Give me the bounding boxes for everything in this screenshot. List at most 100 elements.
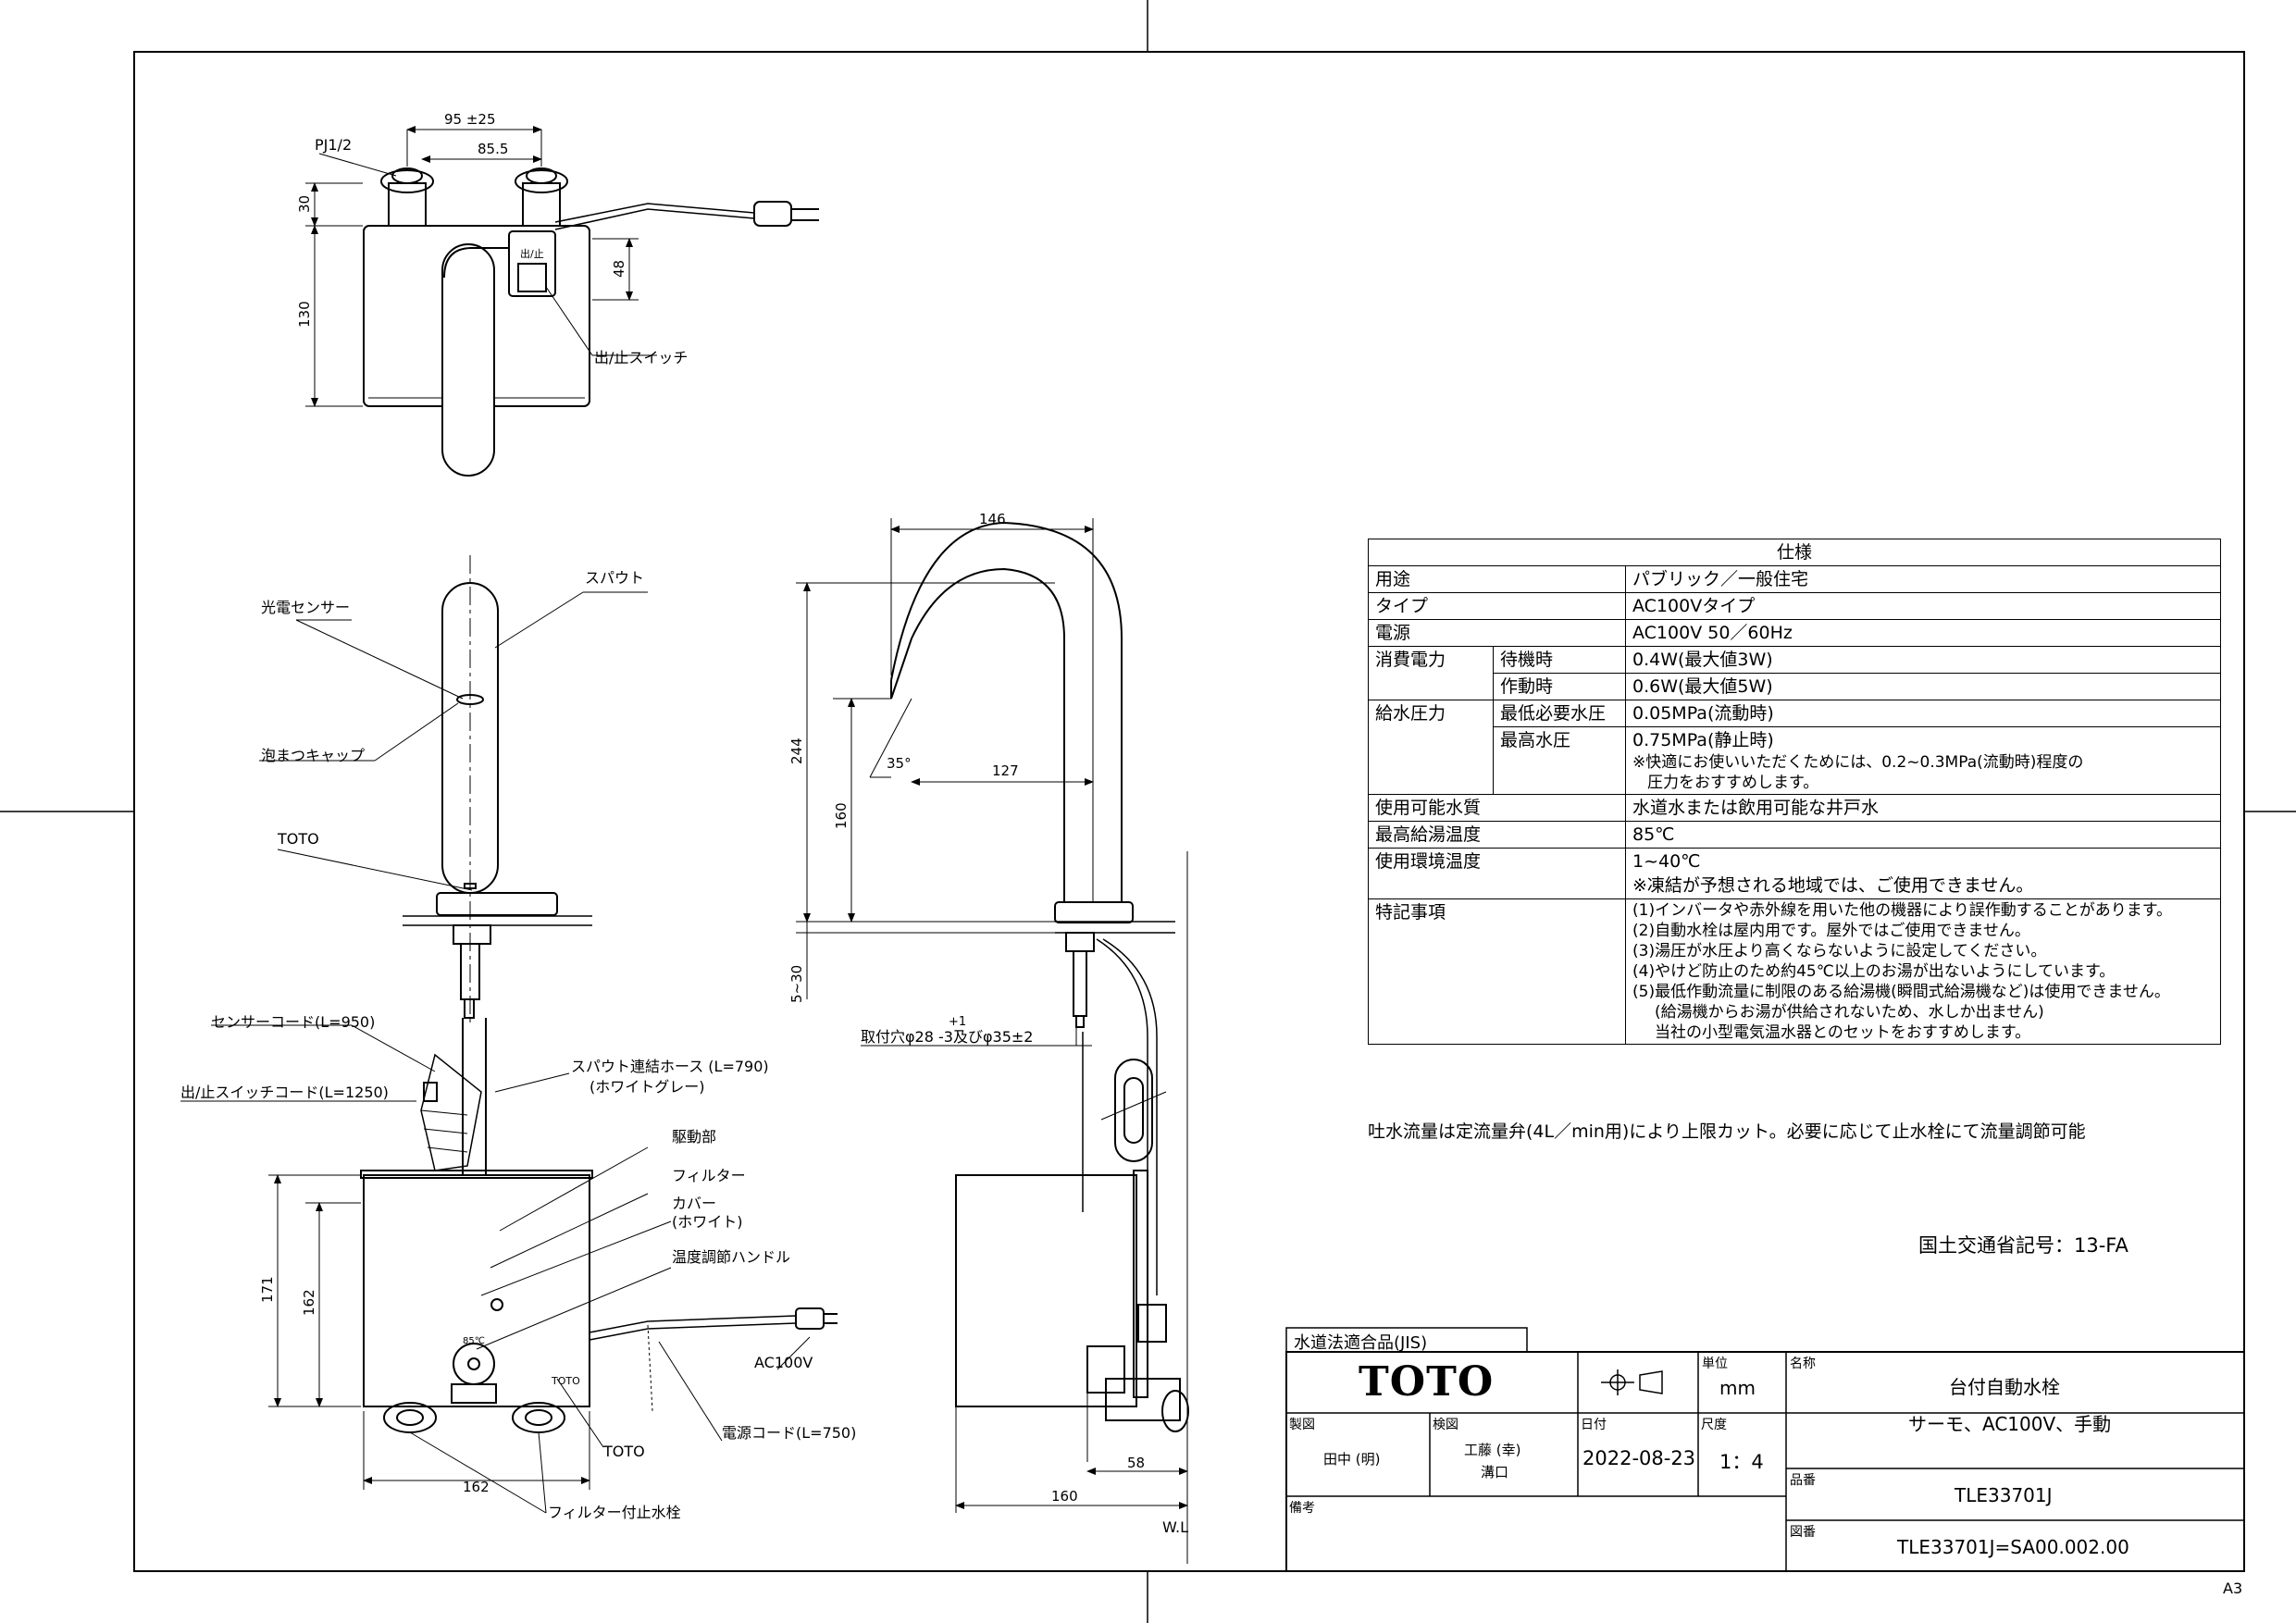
top-view	[363, 167, 819, 477]
spec-hot-key: 最高給湯温度	[1368, 821, 1626, 849]
dim-244: 244	[788, 737, 805, 764]
dim-5-30: 5~30	[788, 965, 805, 1003]
label-sensor-cord: センサーコード(L=950)	[211, 1013, 375, 1031]
top-view-dims	[305, 126, 657, 407]
spec-note-5c: 当社の小型電気温水器とのセットをおすすめします。	[1655, 1023, 2031, 1042]
spec-pmax-key: 最高水圧	[1493, 726, 1626, 795]
dim-58: 58	[1127, 1455, 1145, 1471]
spec-notes-key: 特記事項	[1368, 898, 1626, 1045]
part-value: TLE33701J	[1955, 1484, 2053, 1506]
spec-standby-value: 0.4W(最大値3W)	[1625, 646, 2221, 674]
spec-active-value: 0.6W(最大値5W)	[1625, 673, 2221, 700]
label-spout: スパウト	[585, 569, 644, 587]
spec-pmax-value: 0.75MPa(静止時)	[1632, 730, 1774, 750]
spec-env-value: 1~40℃	[1632, 851, 1701, 872]
remarks-label: 備考	[1289, 1501, 1315, 1516]
spec-env-cell: 1~40℃ ※凍結が予想される地域では、ご使用できません。	[1625, 848, 2221, 899]
spec-pressure-key: 給水圧力	[1368, 700, 1494, 795]
spec-pmin-value: 0.05MPa(流動時)	[1625, 700, 2221, 727]
spec-consumption-key: 消費電力	[1368, 646, 1494, 700]
side-view-dims	[796, 518, 1188, 1513]
product-name-2: サーモ、AC100V、手動	[1908, 1413, 2112, 1435]
spec-note-1: (1)インバータや赤外線を用いた他の機器により誤作動することがあります。	[1632, 901, 2173, 920]
dwg-label: 図番	[1790, 1525, 1816, 1540]
dim-160-h: 160	[1051, 1488, 1078, 1505]
jis-label: 水道法適合品(JIS)	[1294, 1333, 1428, 1353]
spec-env-note: ※凍結が予想される地域では、ご使用できません。	[1632, 875, 2034, 896]
label-connection: PJ1/2	[315, 136, 352, 154]
date-value: 2022-08-23	[1582, 1447, 1696, 1469]
spec-hot-value: 85℃	[1625, 821, 2221, 849]
label-temp-handle: 温度調節ハンドル	[672, 1248, 790, 1266]
date-label: 日付	[1581, 1418, 1607, 1432]
spec-use-key: 用途	[1368, 565, 1626, 593]
valve-symbol	[1601, 1369, 1663, 1395]
spec-water-key: 使用可能水質	[1368, 794, 1626, 822]
toto-logo: TOTO	[1359, 1358, 1495, 1406]
checked-label: 検図	[1433, 1418, 1458, 1432]
dim-130: 130	[296, 301, 313, 328]
label-hose: スパウト連結ホース (L=790)	[571, 1058, 769, 1075]
label-filter: フィルター	[672, 1167, 746, 1184]
label-ac: AC100V	[754, 1354, 813, 1371]
dim-35deg: 35°	[887, 755, 912, 772]
spec-water-value: 水道水または飲用可能な井戸水	[1625, 794, 2221, 822]
label-hose-color: (ホワイトグレー)	[590, 1078, 705, 1096]
scale-label: 尺度	[1701, 1418, 1727, 1432]
label-aerator: 泡まつキャップ	[261, 747, 365, 764]
label-hole: 取付穴φ28 -3及びφ35±2	[861, 1028, 1033, 1046]
front-view-dims	[180, 591, 811, 1514]
dim-30: 30	[296, 195, 313, 213]
drawn-value: 田中 (明)	[1323, 1451, 1381, 1468]
unit-label: 単位	[1702, 1357, 1728, 1371]
dim-127: 127	[992, 762, 1019, 779]
checked-value-1: 工藤 (幸)	[1464, 1442, 1521, 1458]
name-label: 名称	[1790, 1357, 1816, 1371]
spec-pmax-note-1: ※快適にお使いいただくためには、0.2~0.3MPa(流動時)程度の	[1632, 753, 2084, 772]
scale-value: 1：4	[1719, 1451, 1764, 1473]
label-cover: カバー	[672, 1195, 716, 1212]
spec-note-5: (5)最低作動流量に制限のある給湯機(瞬間式給湯機など)は使用できません。	[1632, 983, 2170, 1001]
label-power-cord: 電源コード(L=750)	[722, 1424, 856, 1442]
label-stop-valve: フィルター付止水栓	[548, 1504, 681, 1521]
dim-95: 95 ±25	[444, 111, 496, 128]
spec-note-3: (3)湯圧が水圧より高くならないように設定してください。	[1632, 942, 2047, 960]
label-hole-tol: +1	[949, 1015, 966, 1029]
spec-pmax-cell: 0.75MPa(静止時) ※快適にお使いいただくためには、0.2~0.3MPa(流…	[1625, 726, 2221, 795]
dim-85: 85.5	[478, 141, 508, 157]
spec-power-key: 電源	[1368, 619, 1626, 647]
spec-type-value: AC100Vタイプ	[1625, 592, 2221, 620]
side-view	[890, 521, 1189, 1564]
flow-note: 吐水流量は定流量弁(4L／min用)により上限カット。必要に応じて止水栓にて流量…	[1368, 1121, 2086, 1142]
spec-type-key: タイプ	[1368, 592, 1626, 620]
spec-env-key: 使用環境温度	[1368, 848, 1626, 899]
spec-notes-cell: (1)インバータや赤外線を用いた他の機器により誤作動することがあります。 (2)…	[1625, 898, 2221, 1045]
label-drive: 駆動部	[672, 1128, 716, 1146]
dim-162-v: 162	[301, 1289, 317, 1316]
label-switch-cord: 出/止スイッチコード(L=1250)	[180, 1084, 389, 1101]
dim-162-h: 162	[463, 1479, 490, 1495]
dim-171: 171	[259, 1276, 276, 1303]
spec-title: 仕様	[1368, 539, 2221, 566]
spec-note-4: (4)やけど防止のため約45℃以上のお湯が出ないようにしています。	[1632, 962, 2116, 981]
mlit-code: 国土交通省記号：13-FA	[1918, 1234, 2128, 1257]
label-sensor: 光電センサー	[261, 599, 350, 616]
spec-pmax-note-2: 圧力をおすすめします。	[1647, 774, 1819, 792]
spec-active-key: 作動時	[1493, 673, 1626, 700]
label-wl: W.L	[1162, 1518, 1188, 1536]
part-label: 品番	[1790, 1473, 1816, 1488]
spec-power-value: AC100V 50／60Hz	[1625, 619, 2221, 647]
dim-160-v: 160	[833, 802, 850, 829]
label-toto: TOTO	[277, 830, 319, 848]
box-toto-label: TOTO	[551, 1375, 580, 1387]
dim-146: 146	[979, 511, 1006, 527]
unit-value: mm	[1719, 1377, 1756, 1399]
sheet-size: A3	[2223, 1580, 2242, 1597]
label-cover-color: (ホワイト)	[672, 1213, 743, 1231]
label-toto-2: TOTO	[602, 1443, 645, 1460]
dwg-value: TLE33701J=SA00.002.00	[1897, 1536, 2129, 1558]
spec-standby-key: 待機時	[1493, 646, 1626, 674]
spec-use-value: パブリック／一般住宅	[1625, 565, 2221, 593]
